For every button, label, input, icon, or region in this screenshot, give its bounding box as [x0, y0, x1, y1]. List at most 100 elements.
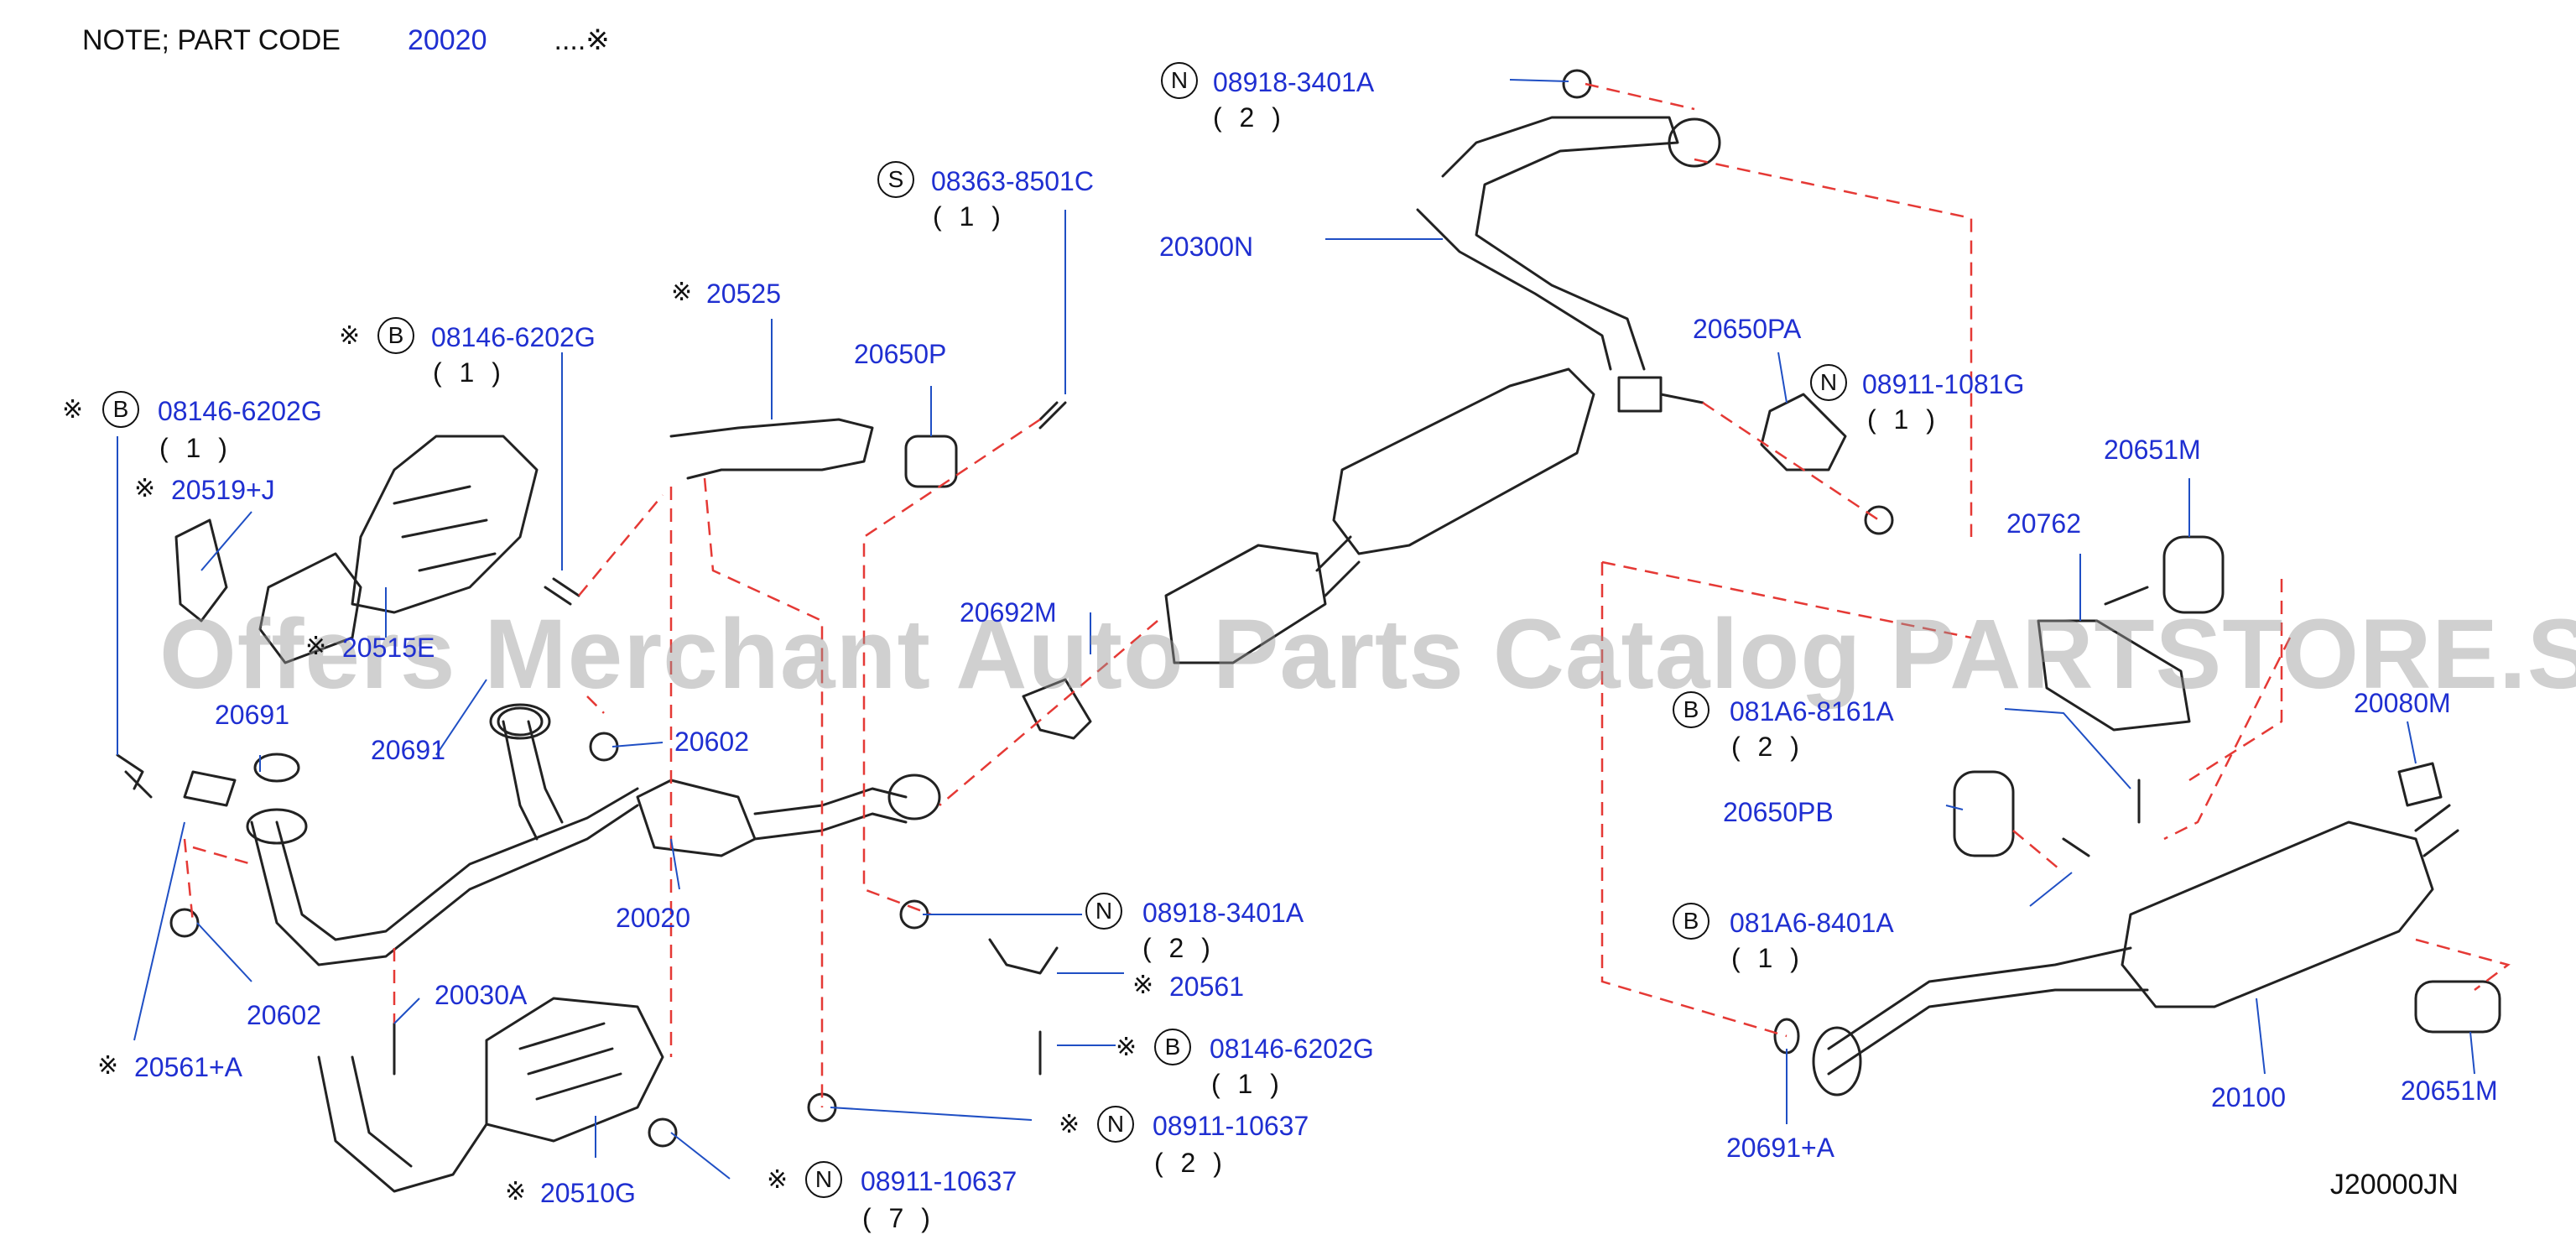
front-exhaust-manifold: [351, 435, 539, 614]
resonator: [1164, 544, 1327, 664]
main-muffler: [2121, 820, 2434, 1008]
part-number-20651m[interactable]: 20651M: [2401, 1076, 2498, 1106]
callout-letter: B: [1154, 1029, 1191, 1065]
callout-letter: N: [1810, 364, 1847, 401]
part-qty: ( 1 ): [433, 357, 506, 388]
bolt-08363: [1038, 401, 1067, 430]
bolt-081a6-8401: [2062, 837, 2090, 857]
connection-lines: [183, 82, 2511, 1107]
part-number-20300n[interactable]: 20300N: [1159, 232, 1254, 262]
part-number-20691[interactable]: 20691: [215, 700, 289, 730]
part-number-20515e[interactable]: 20515E: [342, 633, 435, 663]
asterisk-mark: ※: [505, 1177, 527, 1206]
asterisk-mark: ※: [671, 278, 693, 307]
part-qty: ( 1 ): [933, 201, 1006, 232]
catalyst-front: [258, 552, 362, 664]
mid-pipe-20020: [753, 787, 908, 841]
center-catalyst: [636, 779, 757, 857]
rubber-mount-20650pb: [1953, 770, 2015, 857]
note-suffix: ....※: [554, 24, 610, 56]
flange-left: [246, 808, 308, 845]
callout-letter: N: [1161, 62, 1198, 99]
part-number-08918-3401a[interactable]: 08918-3401A: [1213, 67, 1375, 97]
part-number-20602[interactable]: 20602: [674, 727, 749, 757]
rubber-mount-20650p: [904, 435, 958, 488]
part-number-20692m[interactable]: 20692M: [960, 597, 1057, 628]
clamp-20561: [988, 938, 1059, 975]
asterisk-mark: ※: [134, 474, 156, 503]
part-number-08146-6202g[interactable]: 08146-6202G: [431, 322, 596, 352]
rubber-mount-20651m-bot: [2414, 980, 2501, 1034]
center-pipe-20300n: [1441, 116, 1679, 371]
part-number-20525[interactable]: 20525: [706, 279, 781, 309]
callout-letter: N: [1085, 893, 1122, 930]
bolt-08146-a: [544, 577, 580, 606]
part-number-081a6-8161a[interactable]: 081A6-8161A: [1730, 696, 1894, 727]
part-number-20561[interactable]: 20561: [1169, 972, 1244, 1002]
asterisk-mark: ※: [1059, 1110, 1080, 1139]
callout-letter: B: [377, 317, 414, 354]
front-y-pipe: [250, 804, 639, 966]
tail-pipe: [2414, 804, 2459, 857]
part-number-20691a[interactable]: 20691+A: [1726, 1133, 1835, 1163]
part-number-08911-1081g[interactable]: 08911-1081G: [1862, 369, 2025, 399]
part-qty: ( 1 ): [159, 433, 232, 463]
part-number-20080m[interactable]: 20080M: [2354, 688, 2451, 718]
part-number-20519j[interactable]: 20519+J: [171, 475, 275, 505]
center-muffler: [1332, 367, 1595, 555]
leader-lines: [117, 79, 2475, 1180]
part-number-20561a[interactable]: 20561+A: [134, 1052, 243, 1082]
asterisk-mark: ※: [339, 321, 361, 351]
callout-letter: N: [1097, 1106, 1134, 1143]
gasket-20691-b: [497, 706, 544, 737]
nut-08911-b: [648, 1117, 678, 1148]
gasket-20692m: [1022, 678, 1092, 740]
hose-20525: [669, 418, 874, 480]
part-number-20762[interactable]: 20762: [2006, 508, 2081, 539]
asterisk-mark: ※: [97, 1051, 119, 1081]
asterisk-mark: ※: [305, 632, 327, 661]
rubber-mount-20651m-top: [2162, 535, 2225, 614]
part-number-20650pa[interactable]: 20650PA: [1693, 314, 1802, 344]
part-number-08918-3401a[interactable]: 08918-3401A: [1142, 898, 1304, 928]
flange-20100: [1812, 1026, 1862, 1097]
note-code[interactable]: 20020: [407, 24, 487, 56]
callout-letter: S: [877, 161, 914, 198]
bolt-08146-b: [116, 753, 153, 799]
part-qty: ( 2 ): [1154, 1148, 1227, 1178]
clamp-20561a: [183, 770, 237, 807]
part-number-20650pb[interactable]: 20650PB: [1723, 797, 1834, 827]
part-number-20020[interactable]: 20020: [616, 903, 690, 933]
part-number-20510g[interactable]: 20510G: [540, 1178, 636, 1208]
part-number-20650p[interactable]: 20650P: [854, 339, 947, 369]
part-qty: ( 2 ): [1731, 732, 1804, 762]
asterisk-mark: ※: [1132, 971, 1154, 1000]
part-number-20602[interactable]: 20602: [247, 1000, 321, 1030]
part-number-20100[interactable]: 20100: [2211, 1082, 2286, 1112]
part-number-20651m[interactable]: 20651M: [2104, 435, 2201, 465]
gasket-20691-a: [253, 753, 300, 783]
callout-letter: B: [1673, 691, 1710, 728]
part-number-08911-10637[interactable]: 08911-10637: [861, 1166, 1017, 1196]
flange-20020: [887, 774, 941, 820]
asterisk-mark: ※: [62, 395, 84, 425]
nut-08911: [1864, 505, 1894, 535]
part-qty: ( 1 ): [1211, 1069, 1284, 1099]
part-number-08911-10637[interactable]: 08911-10637: [1153, 1111, 1309, 1141]
diagram-reference: J20000JN: [2329, 1169, 2459, 1201]
part-number-20691[interactable]: 20691: [371, 735, 445, 765]
watermark: Offers Merchant Auto Parts Catalog PARTS…: [159, 599, 2576, 710]
part-number-081a6-8401a[interactable]: 081A6-8401A: [1730, 908, 1894, 938]
part-number-08363-8501c[interactable]: 08363-8501C: [931, 166, 1094, 196]
part-number-08146-6202g[interactable]: 08146-6202G: [158, 396, 322, 426]
tail-tip-20080m: [2397, 762, 2443, 807]
bracket-20762: [2037, 619, 2191, 732]
part-number-20030a[interactable]: 20030A: [435, 980, 528, 1010]
callout-letter: N: [805, 1161, 842, 1198]
part-qty: ( 1 ): [1867, 404, 1940, 435]
hanger-bracket: [1617, 376, 1663, 413]
part-number-08146-6202g[interactable]: 08146-6202G: [1210, 1034, 1374, 1064]
